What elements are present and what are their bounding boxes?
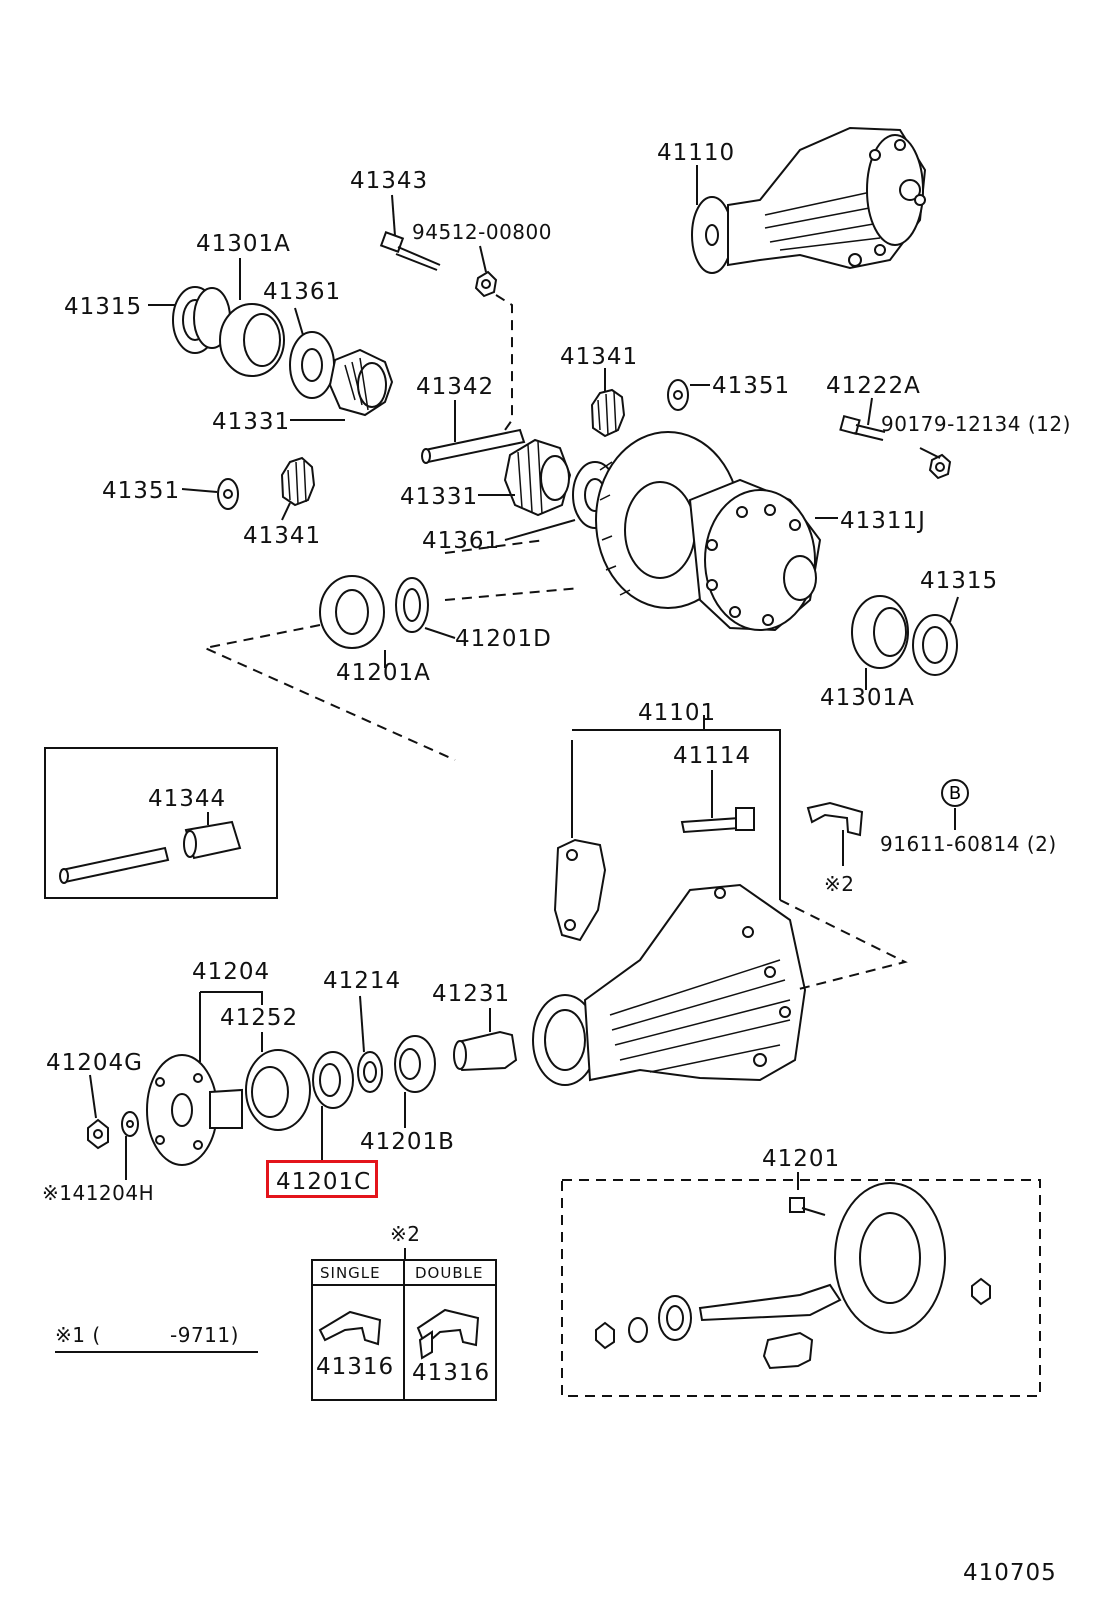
kit-spacer[interactable] <box>762 1331 814 1370</box>
label-41252[interactable]: 41252 <box>220 1005 299 1031</box>
label-note2-bracket: ※2 <box>824 872 855 896</box>
label-41214[interactable]: 41214 <box>323 968 402 994</box>
label-41301A-top[interactable]: 41301A <box>196 231 291 257</box>
label-41201C[interactable]: 41201C <box>276 1169 372 1195</box>
kit-bearing[interactable] <box>658 1295 692 1341</box>
nut-94512[interactable] <box>474 270 498 298</box>
bearing-cap-41101[interactable] <box>553 838 607 942</box>
kit-nut-left[interactable] <box>595 1321 615 1350</box>
label-single: SINGLE <box>320 1264 381 1282</box>
label-41201D[interactable]: 41201D <box>455 626 552 652</box>
label-41204[interactable]: 41204 <box>192 959 271 985</box>
label-41351-left[interactable]: 41351 <box>102 478 181 504</box>
bearing-41315-left[interactable] <box>172 286 231 354</box>
note1-range: -9711) <box>170 1323 239 1347</box>
label-41311J[interactable]: 41311J <box>840 508 926 534</box>
label-41316-double[interactable]: 41316 <box>412 1360 491 1386</box>
label-91611-60814[interactable]: 91611-60814 (2) <box>880 832 1057 856</box>
housing-41110[interactable] <box>532 883 807 1086</box>
washer-41204H[interactable] <box>121 1111 139 1137</box>
side-gear-41331-left[interactable] <box>328 348 394 417</box>
label-41315-top[interactable]: 41315 <box>64 294 143 320</box>
label-41201B[interactable]: 41201B <box>360 1129 455 1155</box>
label-41342[interactable]: 41342 <box>416 374 495 400</box>
bolt-41343[interactable] <box>379 231 441 271</box>
label-41204G[interactable]: 41204G <box>46 1050 143 1076</box>
label-41201[interactable]: 41201 <box>762 1146 841 1172</box>
bearing-41201A[interactable] <box>319 575 385 649</box>
spacer-41214[interactable] <box>357 1051 383 1093</box>
label-41110[interactable]: 41110 <box>657 140 736 166</box>
washer-41201D[interactable] <box>395 577 429 633</box>
bearing-41201B[interactable] <box>394 1035 436 1093</box>
label-41315-right[interactable]: 41315 <box>920 568 999 594</box>
kit-ring-gear[interactable] <box>698 1182 946 1334</box>
nut-41204G[interactable] <box>87 1118 109 1150</box>
shaft-41342[interactable] <box>421 428 526 464</box>
label-41316-single[interactable]: 41316 <box>316 1354 395 1380</box>
bolt-41114[interactable] <box>680 807 755 834</box>
bracket-single-41316[interactable] <box>318 1310 382 1346</box>
label-41341-left[interactable]: 41341 <box>243 523 322 549</box>
label-41344[interactable]: 41344 <box>148 786 227 812</box>
label-41331-top[interactable]: 41331 <box>212 409 291 435</box>
bearing-41315-right[interactable] <box>912 614 958 676</box>
nut-90179[interactable] <box>928 453 952 480</box>
label-41201A[interactable]: 41201A <box>336 660 431 686</box>
collapsible-spacer-41231[interactable] <box>453 1030 518 1072</box>
label-note2-table: ※2 <box>390 1222 421 1246</box>
side-gear-41331-mid[interactable] <box>503 438 572 517</box>
label-41331-mid[interactable]: 41331 <box>400 484 479 510</box>
label-double: DOUBLE <box>415 1264 484 1282</box>
flange-41204[interactable] <box>146 1054 243 1166</box>
label-41343[interactable]: 41343 <box>350 168 429 194</box>
label-41361-top[interactable]: 41361 <box>263 279 342 305</box>
label-41341-top[interactable]: 41341 <box>560 344 639 370</box>
callout-b: B <box>941 779 969 807</box>
bolt-41222A[interactable] <box>839 414 886 441</box>
label-41114[interactable]: 41114 <box>673 743 752 769</box>
label-41101[interactable]: 41101 <box>638 700 717 726</box>
label-41222A[interactable]: 41222A <box>826 373 921 399</box>
kit-nut-right[interactable] <box>971 1277 991 1306</box>
label-41351-top[interactable]: 41351 <box>712 373 791 399</box>
pinion-41341-left[interactable] <box>280 456 316 507</box>
label-94512-00800[interactable]: 94512-00800 <box>412 220 552 244</box>
washer-41361-left[interactable] <box>289 331 335 399</box>
bracket-double-41316[interactable] <box>416 1308 480 1360</box>
label-90179-12134[interactable]: 90179-12134 (12) <box>881 412 1071 436</box>
kit-washer[interactable] <box>628 1317 648 1343</box>
bearing-41301A-right[interactable] <box>851 595 909 669</box>
highlight-box <box>266 1160 378 1198</box>
label-41301A-right[interactable]: 41301A <box>820 685 915 711</box>
seal-41252[interactable] <box>245 1049 311 1131</box>
label-41204H[interactable]: ※141204H <box>42 1181 155 1205</box>
carrier-assembly-41110[interactable] <box>691 126 927 274</box>
diff-case-41311J[interactable] <box>595 431 822 632</box>
label-41231[interactable]: 41231 <box>432 981 511 1007</box>
pinion-41341-top[interactable] <box>590 388 626 438</box>
note1-prefix: ※1 ( <box>55 1323 101 1347</box>
bearing-41301A-left[interactable] <box>219 303 285 377</box>
kit-box-41201 <box>561 1179 1041 1397</box>
washer-41351-top[interactable] <box>667 379 689 411</box>
shaft-41344[interactable] <box>59 820 242 884</box>
diagram-reference-number: 410705 <box>963 1560 1057 1586</box>
inset-box-41344 <box>44 747 278 899</box>
washer-41351-left[interactable] <box>217 478 239 510</box>
bracket-91611[interactable] <box>806 801 864 837</box>
bearing-41201C[interactable] <box>312 1051 354 1109</box>
label-41361-mid[interactable]: 41361 <box>422 528 501 554</box>
